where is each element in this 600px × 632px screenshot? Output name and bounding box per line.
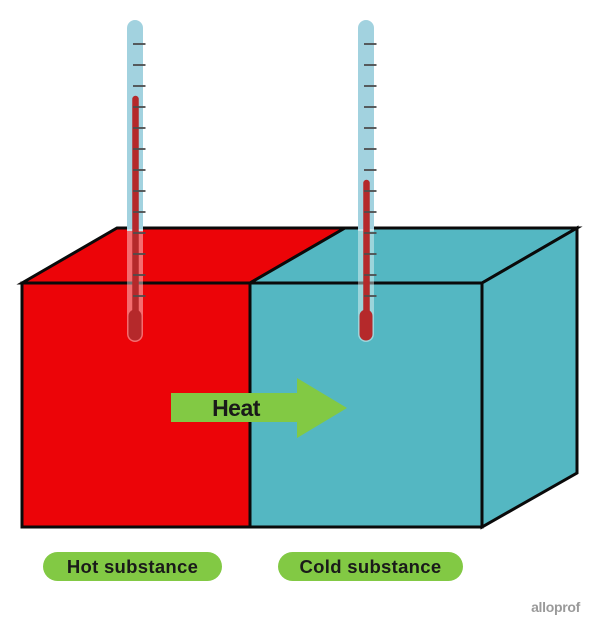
thermometer-tick-marks (364, 43, 377, 297)
thermometer-tick-marks (133, 43, 146, 297)
cold-substance-label: Cold substance (300, 556, 442, 577)
thermometer-tube (358, 20, 374, 231)
badge-pill (278, 552, 463, 581)
cold-thermometer-icon (358, 20, 377, 342)
substance-boxes (16, 225, 583, 530)
hot-thermometer-icon (127, 20, 146, 342)
badge-pill (43, 552, 222, 581)
heat-label: Heat (212, 395, 261, 421)
cold-substance-badge: Cold substance (278, 552, 463, 581)
hot-substance-badge: Hot substance (43, 552, 222, 581)
hot-substance-label: Hot substance (67, 556, 198, 577)
alloprof-logo: alloprof (531, 599, 581, 615)
heat-arrow-icon (171, 378, 347, 438)
